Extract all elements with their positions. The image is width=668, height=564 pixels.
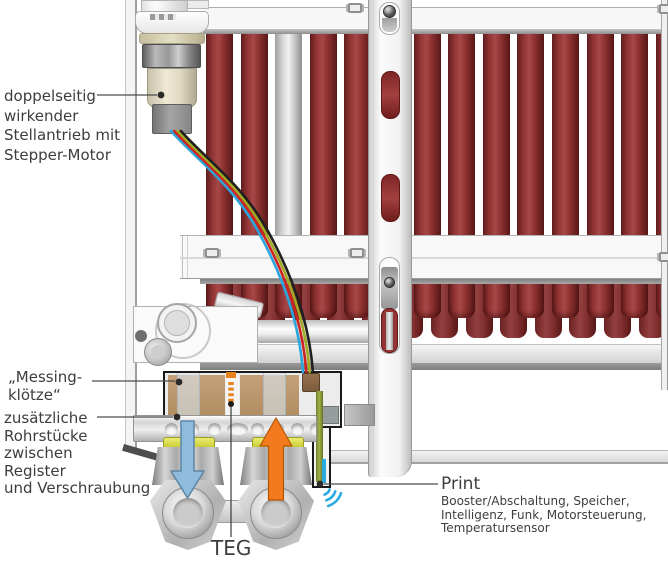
radiator-stub-front [413,284,441,318]
radiator-top-rail [203,7,668,29]
screw-icon [383,5,396,18]
pcb-strip [316,391,323,482]
pipe-bar-hole [309,423,316,435]
bracket-icon [205,248,219,258]
radiator-mid-rail [180,235,668,279]
mounting-slot-red-2 [381,174,400,222]
radiator-tube [206,34,233,235]
radiator-stub-front [448,284,476,318]
mounting-slot-red-1 [381,71,400,119]
fitting-left-nut [152,447,224,485]
radiator-tube [482,34,510,235]
stub-row-shadow [200,279,668,284]
bottom-shell-rail [331,450,668,464]
pipe-bar-hole [207,423,221,435]
left-side-panel [125,0,137,448]
valve-lower-port-inner [151,345,165,359]
radiator-tube [621,34,649,235]
radiator-stub-front [482,284,510,318]
radiator-tube [448,34,476,235]
pipe-through-left [177,373,200,419]
bracket-icon [350,248,364,258]
bracket-icon [659,4,668,14]
actuator-vents [150,14,176,20]
radiator-stub-front [621,284,649,318]
pipe-bar-hole [185,423,199,435]
radiator-tube [413,34,441,235]
wire-connector [302,373,320,392]
pipe-bar-hole [226,423,248,435]
mounting-clamp-top [382,18,397,32]
pipe-bar-hole [270,423,284,435]
radiator-bottom-band [200,344,668,363]
radiator-tube-field [200,34,668,235]
temperature-sensor [322,459,326,483]
actuator-body [147,68,197,108]
label-actuator: doppelseitig wirkender Stellantrieb mit … [4,87,121,164]
radiator-stub-front [344,284,372,318]
radiator-stub-front [309,284,337,318]
pipe-through-right [263,373,286,419]
label-pipes: zusätzliche Rohrstücke zwischen Register… [4,409,151,497]
radiator-stub-front [275,284,303,318]
radiator-stub-front [552,284,579,318]
screw-icon [384,277,395,288]
fitting-left-bore [173,498,203,528]
radiator-right-edge [661,0,668,390]
valve-top-port-inner [164,310,190,336]
radiator-tube [517,34,545,235]
bracket-icon [659,252,668,262]
radiator-tube [344,34,372,235]
radiator-tube-silver [275,34,303,235]
radiator-tube [586,34,614,235]
pipe-in-slot [386,312,393,350]
fitting-right-bore [261,498,291,528]
label-brass: „Messing- klötze“ [8,368,83,404]
pipe-bar-hole [250,423,264,435]
pipe-bar-hole [164,423,178,435]
valve-plug [135,330,147,342]
radiator-stub-front [586,284,614,318]
radiator-bottom-band-dark [200,363,668,370]
mid-rail-seam [180,257,668,259]
label-print-sub: Booster/Abschaltung, Speicher, Intellige… [441,494,647,535]
actuator-side-tab [185,0,209,9]
pipe-bar-hole [290,423,304,435]
radiator-tube [552,34,579,235]
electronics-module [321,406,339,424]
radiator-tube [309,34,337,235]
radiator-tube [240,34,268,235]
actuator-ring [139,33,205,44]
wifi-icon [323,488,343,508]
label-teg: TEG [211,536,252,560]
lower-bracket [344,404,375,426]
bracket-icon [348,3,362,13]
radiator-stub-front [517,284,545,318]
mounting-bar [368,0,412,477]
label-print-title: Print [441,474,481,494]
teg-gap [226,375,239,416]
actuator-hex-nut [142,44,201,68]
radiator-top-rail-shadow [203,29,668,34]
actuator-motor-box [152,104,192,134]
fitting-right-nut [240,447,312,485]
mounting-clamp-lower [381,267,398,309]
